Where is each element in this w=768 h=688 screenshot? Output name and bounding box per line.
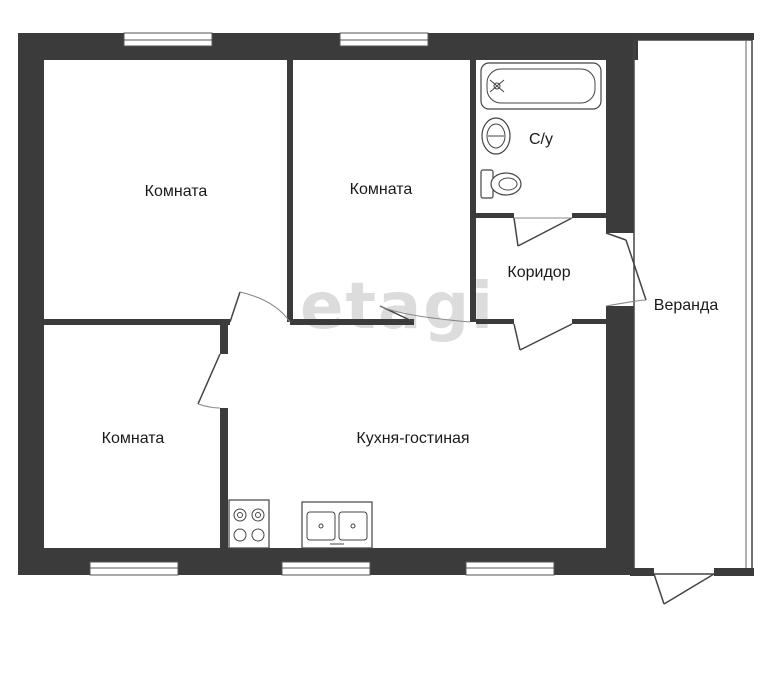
- toilet-icon: [480, 169, 522, 199]
- door-room1: [229, 291, 291, 323]
- room-label-room-2: Комната: [350, 181, 413, 198]
- room-label-corridor: Коридор: [507, 264, 570, 281]
- partition-room3-kitchen-lower: [220, 408, 228, 548]
- room-label-room-3: Комната: [102, 430, 165, 447]
- partition-corridor-bottom-b: [572, 319, 606, 324]
- veranda-wall-bottom: [630, 568, 654, 576]
- room-label-kitchen-living: Кухня-гостиная: [356, 430, 469, 447]
- windows: [89, 32, 555, 576]
- window-room3-bottom: [89, 561, 179, 576]
- partition-room1-bottom: [44, 319, 230, 325]
- door-veranda-exterior: [653, 573, 715, 605]
- stove-icon: [228, 499, 270, 549]
- outer-wall-left: [18, 33, 44, 575]
- window-kitchen-bottom-2: [465, 561, 555, 576]
- window-kitchen-bottom-1: [281, 561, 371, 576]
- bathtub-icon: [480, 62, 602, 110]
- door-room3: [197, 353, 221, 409]
- door-room2: [379, 305, 471, 323]
- fixtures: [228, 62, 602, 549]
- room-label-bathroom: С/у: [529, 131, 553, 148]
- partition-room3-kitchen-upper: [220, 319, 228, 354]
- veranda-wall-bottom-right: [714, 568, 754, 576]
- door-corridor: [513, 323, 573, 351]
- partition-room2-bath: [470, 60, 476, 322]
- partition-corridor-bottom-a: [476, 319, 514, 324]
- partition-bath-corridor-a: [476, 213, 514, 218]
- door-bathroom: [513, 217, 573, 247]
- outer-wall-right-upper: [606, 33, 634, 233]
- door-veranda: [605, 232, 647, 307]
- room-label-veranda: Веранда: [654, 297, 719, 314]
- outer-wall-top: [18, 33, 638, 60]
- partition-bath-corridor-b: [572, 213, 606, 218]
- bathroom-sink-icon: [481, 117, 511, 155]
- partition-room1-room2: [287, 60, 293, 322]
- watermark: etagi: [300, 270, 495, 344]
- kitchen-sink-icon: [301, 501, 373, 549]
- outer-wall-right-lower: [606, 306, 634, 575]
- room-labels: Комната Комната Комната С/у Коридор Кухн…: [102, 131, 719, 447]
- veranda-wall-top: [634, 33, 754, 40]
- partition-room2-bottom: [290, 319, 414, 325]
- window-room2-top: [339, 32, 429, 47]
- room-label-room-1: Комната: [145, 183, 208, 200]
- walls: [18, 33, 754, 576]
- window-room1-top: [123, 32, 213, 47]
- doors: [197, 217, 715, 605]
